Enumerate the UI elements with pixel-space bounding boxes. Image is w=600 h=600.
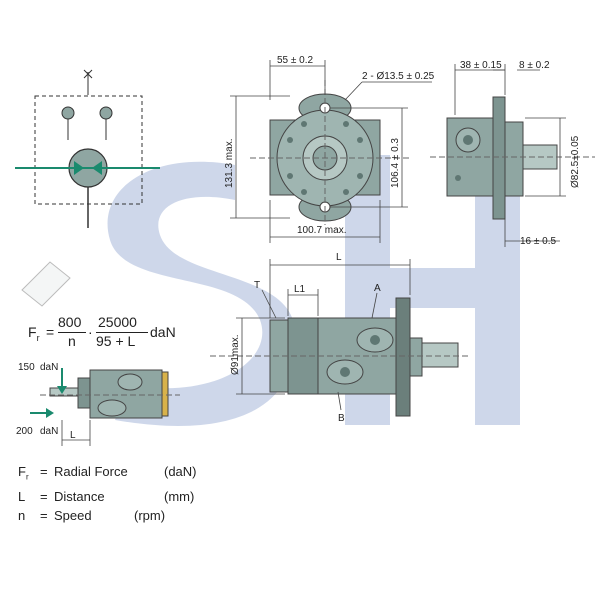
dim-mount-holes: 2 - Ø13.5 ± 0.25 xyxy=(362,71,435,82)
legend-name: Speed xyxy=(54,507,92,523)
legend-row-distance: L = Distance (mm) xyxy=(18,487,197,506)
dim-body-diameter: Ø91max. xyxy=(230,334,241,375)
formula-unit: daN xyxy=(150,324,176,340)
dim-height-max: 131.3 max. xyxy=(224,139,235,188)
port-a-label: A xyxy=(374,283,381,294)
legend-unit: (daN) xyxy=(164,464,197,479)
side-dimension-lines xyxy=(454,64,566,247)
distance-label: L xyxy=(70,430,76,441)
load-diagram xyxy=(21,261,180,446)
longitudinal-view xyxy=(210,297,470,417)
legend-row-speed: n = Speed (rpm) xyxy=(18,506,197,525)
dim-width-max: 100.7 max. xyxy=(297,225,346,236)
front-view xyxy=(250,80,410,225)
port-t-label: T xyxy=(254,280,260,291)
legend-symbol: Fr xyxy=(18,464,29,482)
legend-unit: (mm) xyxy=(164,488,195,504)
legend-unit: (rpm) xyxy=(134,507,166,523)
legend-equals: = xyxy=(40,507,48,523)
radial-force-formula: Fr = 800 n · 25000 95 + L daN xyxy=(28,314,198,354)
dim-bolt-center: 106.4 ± 0.3 xyxy=(390,138,401,188)
dim-flange-thick: 8 ± 0.2 xyxy=(519,60,550,71)
port-b-label: B xyxy=(338,413,345,424)
legend-row-force: Fr = Radial Force (daN) xyxy=(18,462,197,487)
legend-symbol: L xyxy=(18,488,26,504)
formula-equals: = xyxy=(46,324,55,340)
formula-bar1 xyxy=(58,332,86,333)
formula-num2: 25000 xyxy=(98,314,137,330)
force-top-value: 150 xyxy=(18,362,35,373)
formula-den2: 95 + L xyxy=(96,333,136,349)
formula-bar2 xyxy=(96,332,148,333)
force-bottom-value: 200 xyxy=(16,426,33,437)
force-bottom-unit: daN xyxy=(40,426,58,437)
side-view xyxy=(430,96,595,220)
dim-overall-length: L xyxy=(336,252,342,263)
longitudinal-dimension-lines xyxy=(236,259,411,411)
formula-lhs: Fr xyxy=(28,324,40,343)
legend-name: Radial Force xyxy=(54,464,128,479)
legend: Fr = Radial Force (daN) L = Distance (mm… xyxy=(18,462,197,525)
front-dimension-lines xyxy=(230,60,432,243)
legend-symbol: n xyxy=(18,507,26,523)
dim-flange-width: 55 ± 0.2 xyxy=(277,55,314,66)
force-top-unit: daN xyxy=(40,362,58,373)
legend-equals: = xyxy=(40,488,48,504)
legend-equals: = xyxy=(40,464,48,479)
formula-dot: · xyxy=(88,324,93,340)
hydraulic-symbol xyxy=(15,69,160,228)
dim-length-l1: L1 xyxy=(294,284,306,295)
legend-name: Distance xyxy=(54,488,105,504)
dim-pilot-diameter: Ø82.5±0.05 xyxy=(570,135,581,188)
formula-num1: 800 xyxy=(58,314,82,330)
dim-side-length: 38 ± 0.15 xyxy=(460,60,502,71)
dim-shaft-offset: 16 ± 0.5 xyxy=(520,236,557,247)
formula-den1: n xyxy=(68,333,76,349)
